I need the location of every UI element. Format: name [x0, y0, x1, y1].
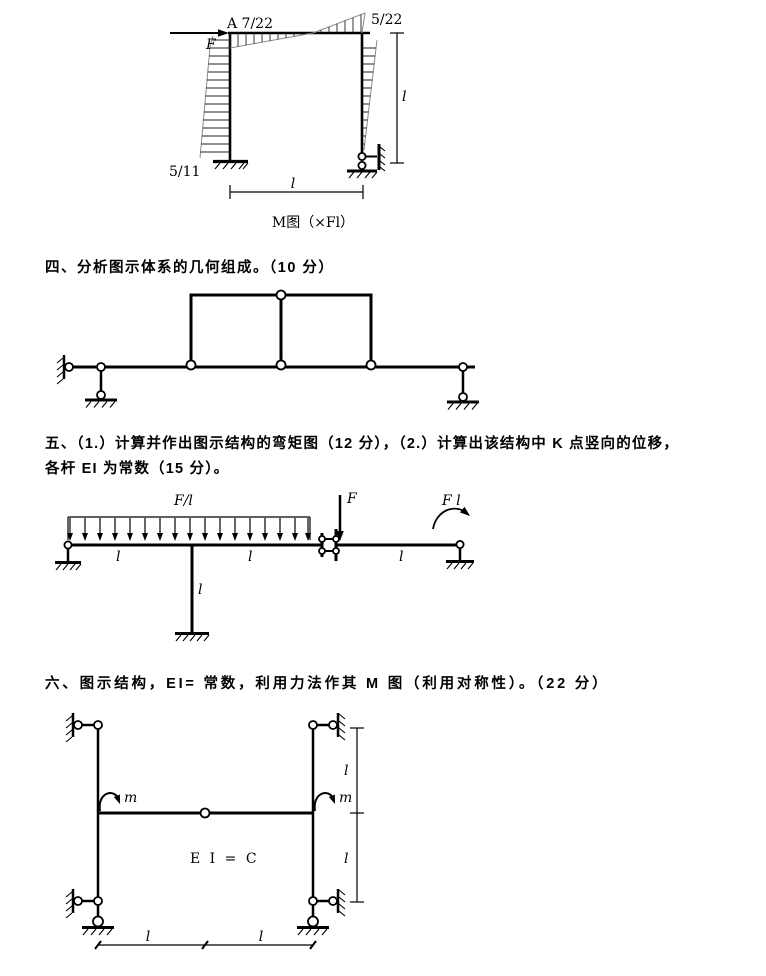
upper-frame-members: [189, 293, 373, 367]
middle-column: [175, 545, 210, 642]
q5-figure: F/l F F l l l l l: [55, 491, 474, 642]
dim-span3-label: l: [399, 549, 403, 565]
corner-a-value: A 7/22: [226, 16, 273, 32]
dim-span2-label: l: [248, 549, 252, 565]
question-4-heading: 四、分析图示体系的几何组成。（10 分）: [45, 260, 335, 276]
roller-link-support-icon: [347, 144, 386, 179]
point-load-label: F: [346, 491, 358, 507]
point-load-arrow-icon: [336, 495, 344, 541]
right-link-support-icon: [447, 362, 479, 410]
left-moment-arrow-icon: [98, 792, 120, 812]
dimension-width: [229, 185, 364, 199]
bottom-right-wall-link-icon: [308, 889, 346, 917]
right-pin-support-icon: [446, 540, 474, 570]
right-roller-support-icon: [297, 915, 329, 936]
left-wall-pin-icon: [56, 355, 74, 385]
left-roller-support-icon: [82, 915, 114, 936]
moment-value-label: F l: [441, 493, 461, 509]
distributed-load-label: F/l: [173, 493, 193, 509]
distributed-load: [67, 516, 311, 541]
frame-members: [96, 725, 315, 916]
dim-span1-label: l: [116, 549, 120, 565]
dim-height-label: l: [402, 89, 406, 105]
bottom-left-wall-link-icon: [65, 889, 103, 919]
top-right-value: 5/22: [371, 12, 402, 28]
m-diagram-figure: F A 7/22 5/22 5/11 l l M图（×Fl）: [169, 12, 406, 231]
force-label: F: [205, 37, 217, 53]
dimension-width: [94, 940, 317, 950]
question-5-heading-line1: 五、（1.）计算并作出图示结构的弯矩图（12 分），（2.）计算出该结构中 K …: [45, 436, 680, 452]
dim-width-label: l: [291, 176, 295, 192]
dim-column-label: l: [198, 582, 202, 598]
figure-caption: M图（×Fl）: [272, 215, 354, 231]
fixed-support-icon: [213, 159, 249, 170]
moment-hatch-beam-left: [229, 33, 311, 48]
frame-hinges: [185, 289, 377, 371]
right-moment-arrow-icon: [313, 792, 335, 812]
question-5-heading-line2: 各杆 EI 为常数（15 分）。: [45, 461, 230, 477]
q4-figure: [56, 289, 479, 410]
force-arrow-icon: [170, 29, 229, 37]
center-hinge: [199, 807, 211, 819]
dim-height-upper-label: l: [344, 763, 348, 779]
left-pin-support-icon: [55, 540, 82, 571]
moment-hatch-left-column: [200, 39, 230, 153]
stiffness-label: E I = C: [190, 851, 259, 867]
dim-span-right-label: l: [259, 929, 263, 945]
top-left-wall-link-icon: [65, 713, 103, 743]
moment-hatch-right-column: [362, 47, 376, 145]
dimension-height: [350, 727, 364, 903]
dim-height-lower-label: l: [344, 851, 348, 867]
double-link-connection-icon: [318, 529, 340, 561]
moment-left-label: m: [124, 790, 137, 806]
moment-arrow-icon: [432, 506, 470, 530]
left-link-support-icon: [85, 362, 117, 408]
dim-span-left-label: l: [146, 929, 150, 945]
q6-figure: m m E I = C l l l l: [65, 713, 364, 950]
top-right-wall-link-icon: [308, 713, 346, 741]
moment-right-label: m: [339, 790, 352, 806]
question-6-heading: 六、图示结构，EI= 常数，利用力法作其 M 图（利用对称性）。（22 分）: [45, 676, 610, 692]
frame-members: [228, 31, 370, 160]
bottom-left-value: 5/11: [169, 164, 200, 180]
dimension-height: [390, 32, 404, 164]
moment-diagram-envelope: [199, 12, 378, 159]
moment-hatch-beam-right: [320, 14, 362, 33]
